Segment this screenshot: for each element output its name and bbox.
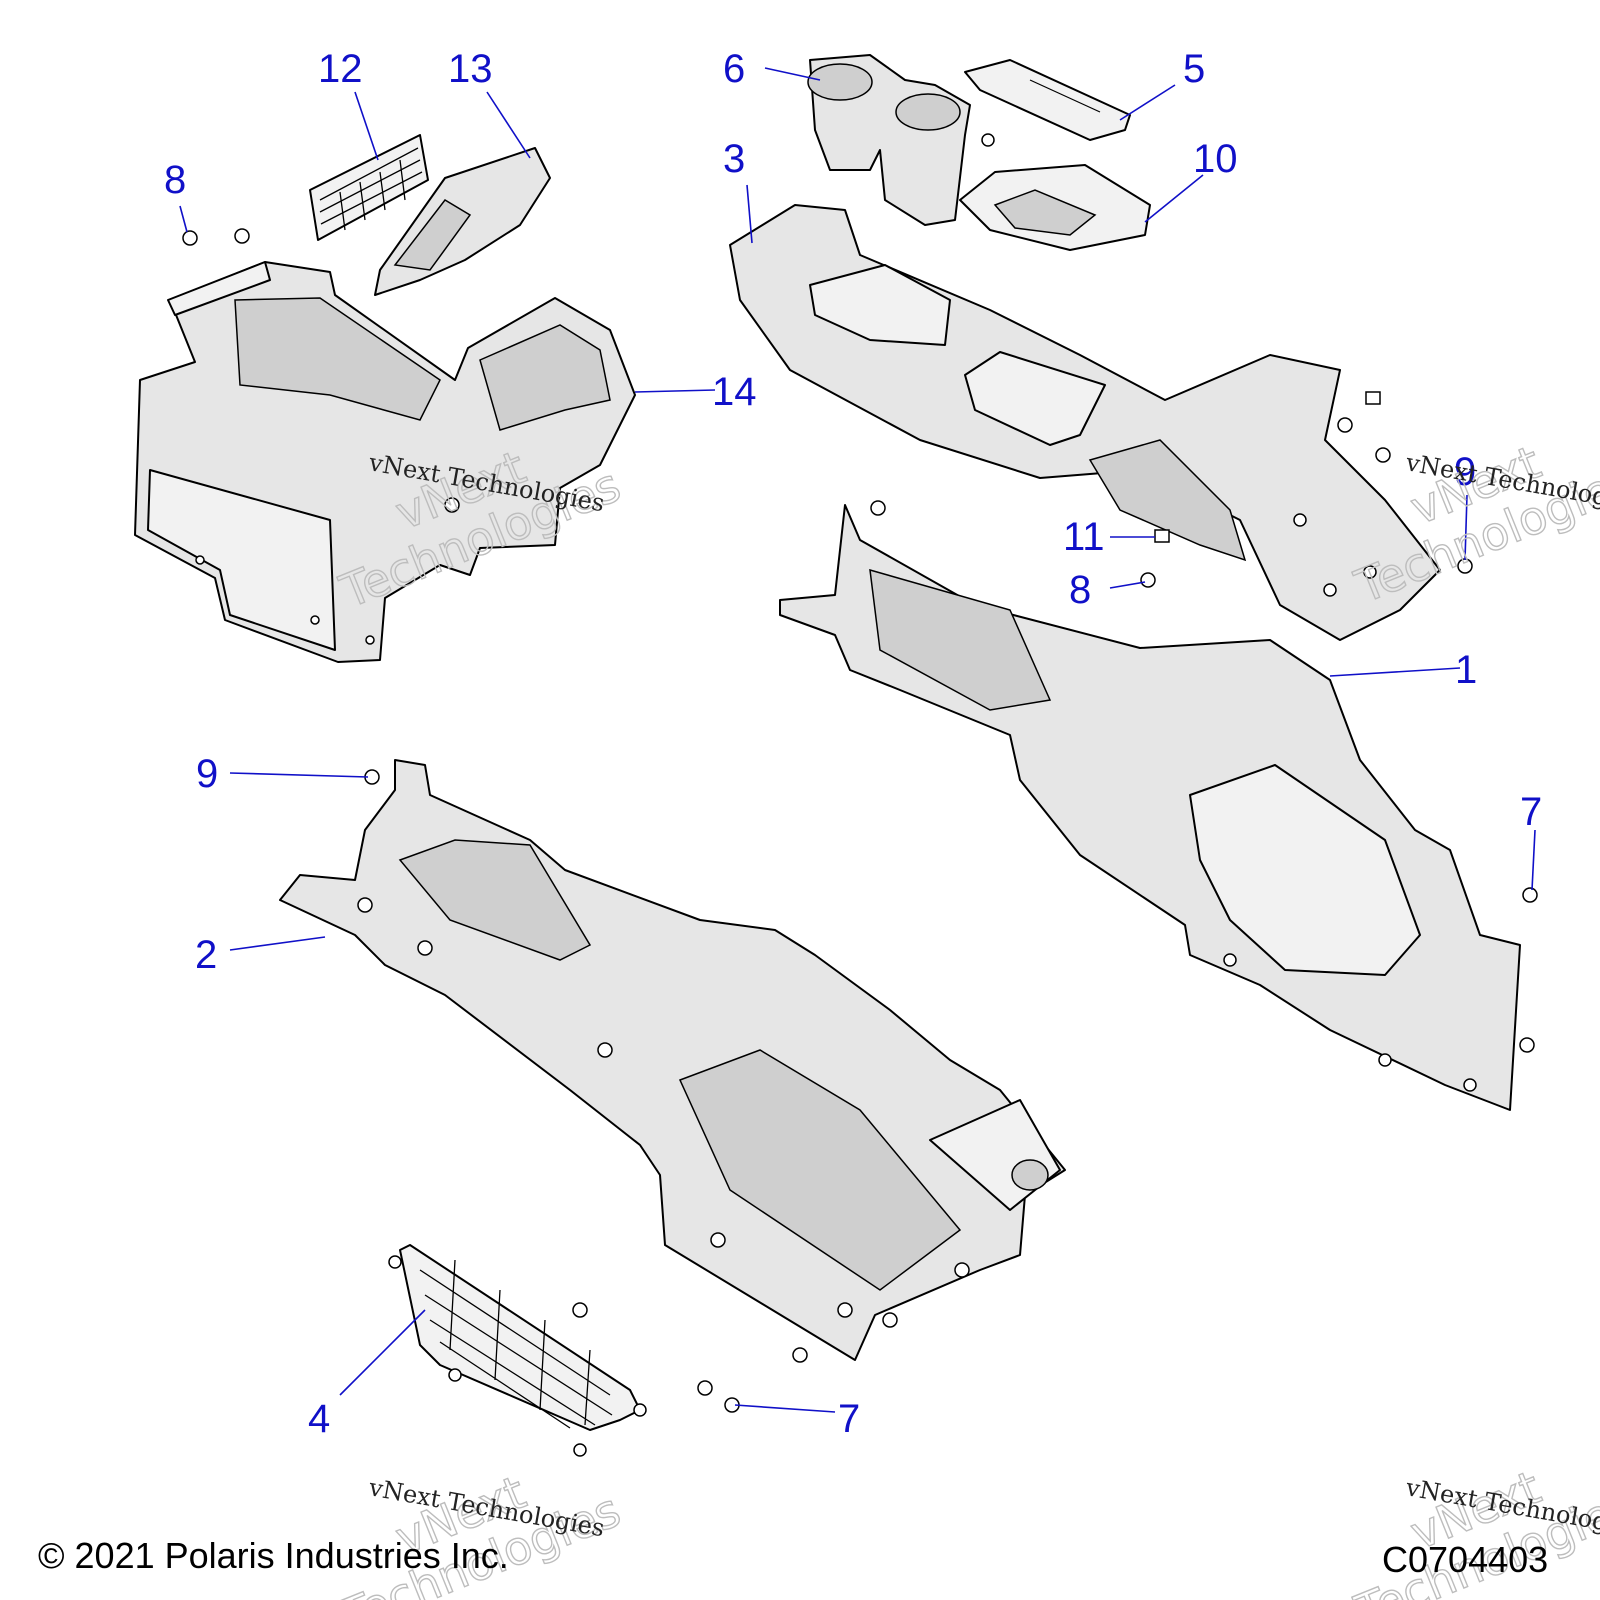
part-4-mesh-grille [388, 1244, 647, 1457]
part-10-shifter-plate [959, 164, 1151, 251]
callout-8b: 8 [1069, 568, 1091, 612]
callout-2: 2 [195, 933, 217, 977]
figure-code: C0704403 [1382, 1539, 1548, 1580]
callout-9a: 9 [196, 752, 218, 796]
part-13-duct [374, 147, 551, 296]
callout-7b: 7 [838, 1397, 860, 1441]
callout-11: 11 [1063, 515, 1105, 559]
callouts: 1 2 3 4 5 6 7 7 8 8 9 9 10 11 12 13 14 [164, 47, 1542, 1441]
part-12-vent-grille [309, 134, 429, 241]
fasteners-upper-right [870, 391, 1473, 588]
callout-8a: 8 [164, 158, 186, 202]
callout-4: 4 [308, 1397, 330, 1441]
part-1-side-panel [779, 504, 1538, 1111]
callout-5: 5 [1183, 47, 1205, 91]
leader-lines [179, 67, 1536, 1413]
callout-10: 10 [1193, 137, 1238, 181]
part-6-cup-holder [807, 54, 971, 226]
part-2-console-tray [279, 759, 1066, 1361]
part-3-console-frame [729, 204, 1441, 641]
fasteners-upper-left [182, 228, 460, 513]
callout-6: 6 [723, 47, 745, 91]
callout-9b: 9 [1454, 450, 1476, 494]
copyright-text: © 2021 Polaris Industries Inc. [38, 1535, 509, 1576]
fasteners-lower-middle [572, 1302, 808, 1413]
part-5-trim-plate [964, 59, 1131, 147]
callout-14: 14 [712, 370, 757, 414]
callout-7a: 7 [1520, 790, 1542, 834]
callout-13: 13 [448, 47, 493, 91]
callout-12: 12 [318, 47, 363, 91]
callout-1: 1 [1455, 648, 1477, 692]
part-14-console-shroud [134, 261, 636, 663]
callout-3: 3 [723, 137, 745, 181]
